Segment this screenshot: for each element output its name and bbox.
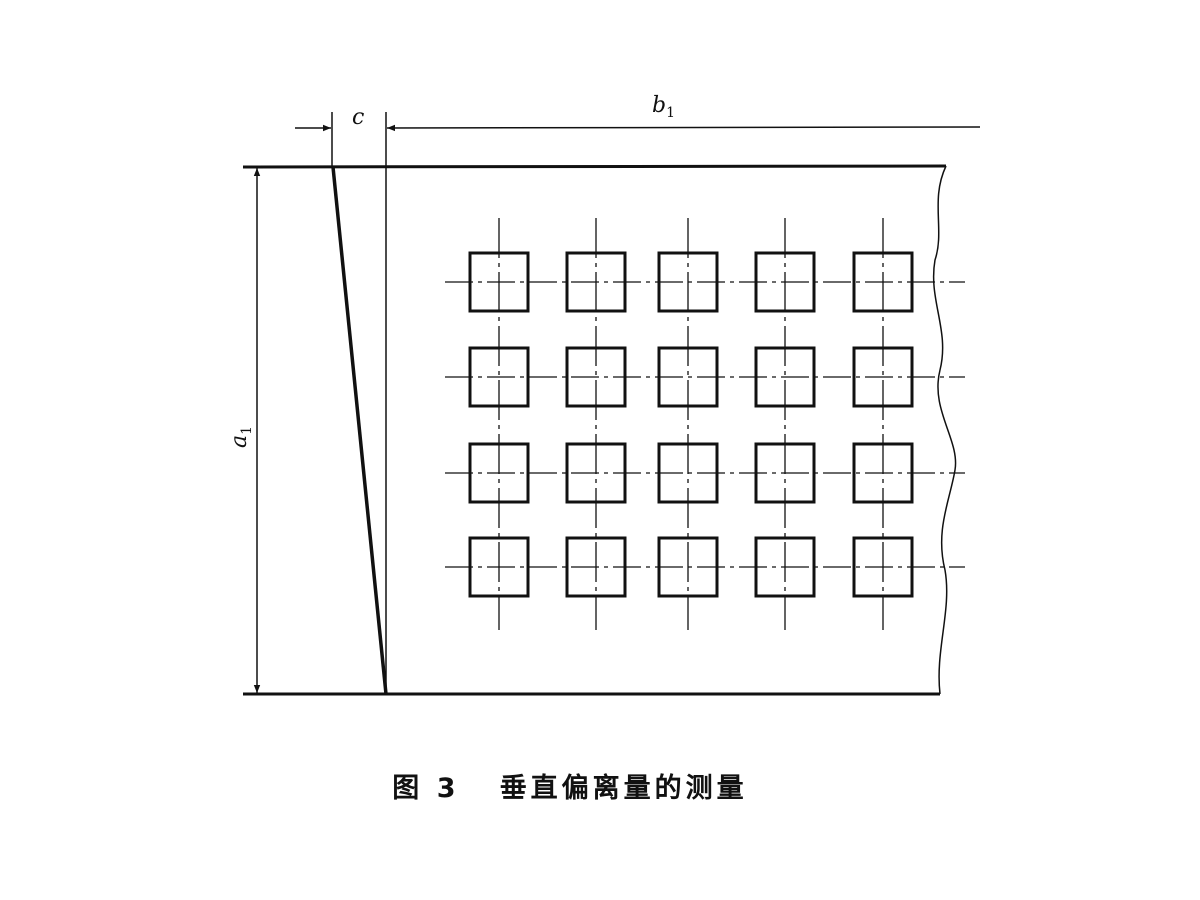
- square-hole: [754, 536, 816, 598]
- square-hole: [754, 251, 816, 313]
- dimension-b1-line: [386, 124, 981, 132]
- square-hole: [468, 251, 530, 313]
- square-hole: [754, 346, 816, 408]
- square-hole: [657, 442, 719, 504]
- square-hole: [468, 346, 530, 408]
- square-hole: [657, 536, 719, 598]
- square-hole: [468, 442, 530, 504]
- square-hole: [565, 251, 627, 313]
- square-hole: [852, 536, 914, 598]
- square-hole: [565, 346, 627, 408]
- figure-number: 图 3: [392, 773, 460, 804]
- square-hole: [852, 251, 914, 313]
- figure-title: 垂直偏离量的测量: [499, 773, 748, 804]
- top-edge: [242, 164, 947, 169]
- square-hole: [565, 442, 627, 504]
- slanted-left-edge: [331, 166, 388, 695]
- square-hole: [852, 346, 914, 408]
- square-hole: [468, 536, 530, 598]
- square-hole: [754, 442, 816, 504]
- square-hole: [852, 442, 914, 504]
- square-hole: [565, 536, 627, 598]
- label-a1: a1: [227, 426, 255, 448]
- hole-grid: [445, 218, 965, 630]
- label-c: c: [352, 105, 364, 130]
- square-hole: [657, 346, 719, 408]
- label-b1: b1: [652, 93, 675, 121]
- square-hole: [657, 251, 719, 313]
- break-line: [932, 165, 957, 695]
- figure-caption: 图 3 垂直偏离量的测量: [0, 766, 1140, 805]
